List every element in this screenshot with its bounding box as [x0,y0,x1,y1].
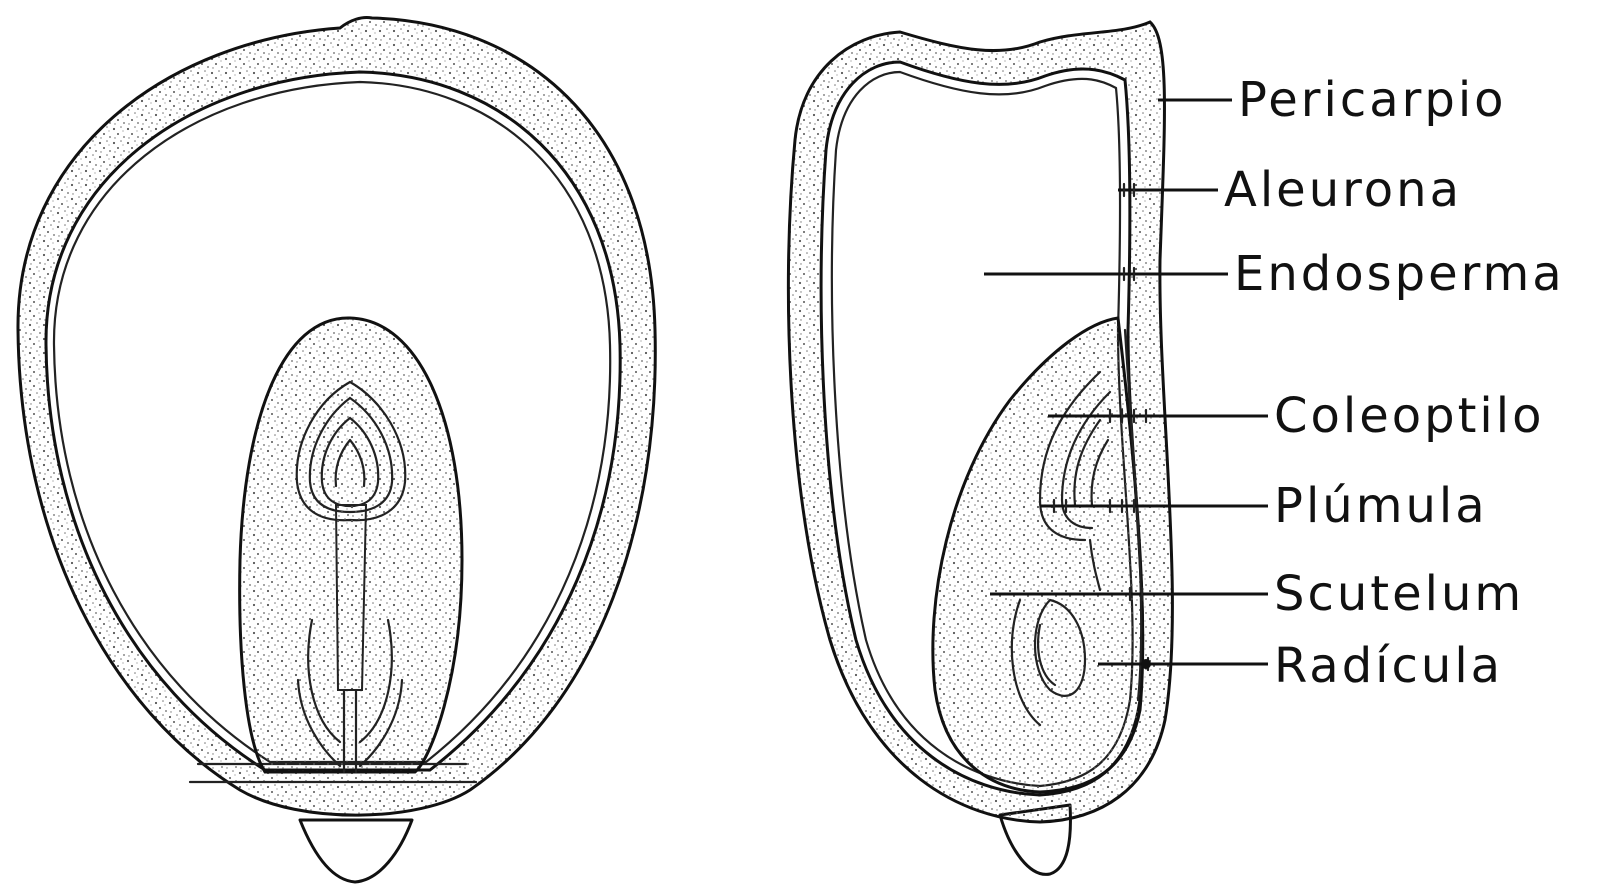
left-seed-section [18,17,655,882]
label-coleoptilo: Coleoptilo [1274,388,1544,444]
label-endosperma: Endosperma [1234,246,1565,302]
left-tip-cap [300,820,412,882]
left-stem [336,505,366,690]
right-seed-section [788,22,1172,874]
labels: Pericarpio Aleurona Endosperma Coleoptil… [1224,72,1565,694]
label-scutelum: Scutelum [1274,566,1524,622]
radicula-dot [1141,659,1151,669]
label-aleurona: Aleurona [1224,162,1462,218]
label-plumula: Plúmula [1274,478,1488,534]
label-pericarpio: Pericarpio [1238,72,1507,128]
label-radicula: Radícula [1274,638,1503,694]
